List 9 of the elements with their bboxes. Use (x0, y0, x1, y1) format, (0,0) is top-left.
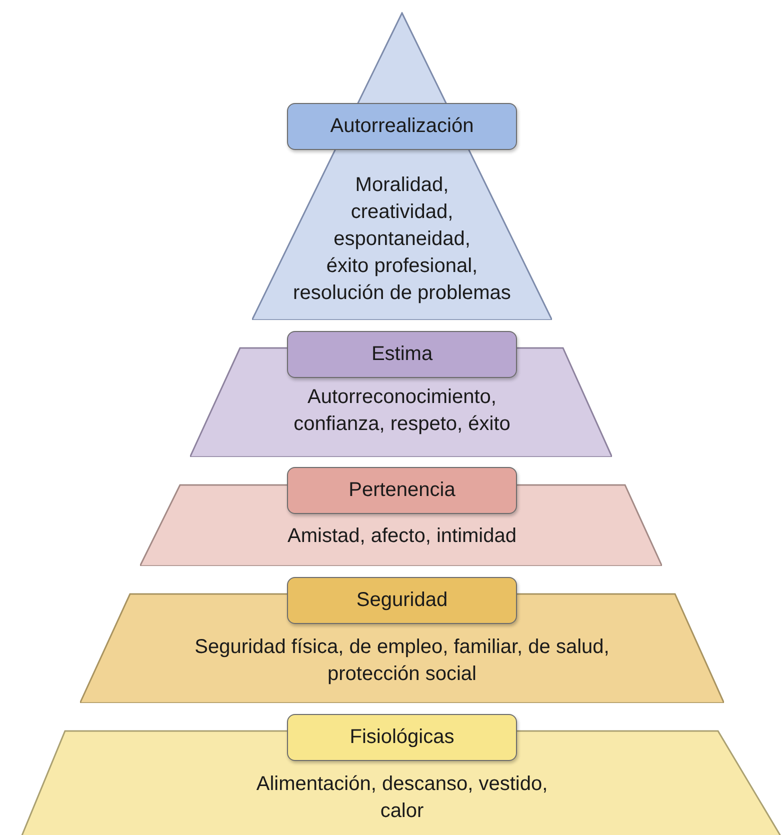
level-heading: Estima (287, 331, 517, 378)
level-description: Alimentación, descanso, vestido, calor (255, 772, 549, 824)
level-description: Autorreconocimiento, confianza, respeto, éxito (292, 385, 512, 437)
level-heading: Pertenencia (287, 467, 517, 514)
level-heading: Seguridad (287, 577, 517, 624)
level-description: Amistad, afecto, intimidad (286, 524, 518, 549)
level-description: Moralidad, creatividad, espontaneidad, éxito profesional, resolución de problemas (293, 174, 511, 304)
level-description: Seguridad física, de empleo, familiar, de salud, protección social (194, 635, 610, 687)
level-heading: Fisiológicas (287, 714, 517, 761)
